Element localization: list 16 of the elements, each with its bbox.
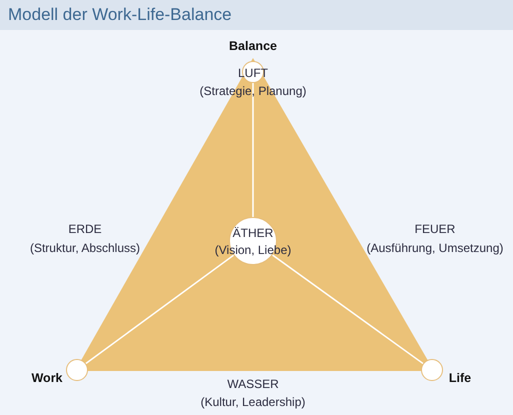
- node-caption: Balance: [229, 39, 277, 53]
- element-description: (Struktur, Abschluss): [30, 241, 140, 255]
- circle-node: [66, 359, 88, 381]
- element-description: (Ausführung, Umsetzung): [366, 241, 504, 255]
- title: Modell der Work-Life-Balance: [8, 5, 232, 25]
- element-name: WASSER: [227, 377, 279, 391]
- node-caption: Life: [448, 371, 472, 385]
- element-name: ERDE: [68, 222, 102, 236]
- connector-line: [252, 83, 254, 217]
- connector-line: [85, 254, 234, 364]
- element-description: (Kultur, Leadership): [200, 395, 306, 409]
- node-title: ÄTHER: [232, 226, 274, 240]
- connector-line: [272, 254, 424, 364]
- circle-node: [421, 359, 443, 381]
- element-name: FEUER: [414, 222, 456, 236]
- node-caption: Work: [31, 371, 63, 385]
